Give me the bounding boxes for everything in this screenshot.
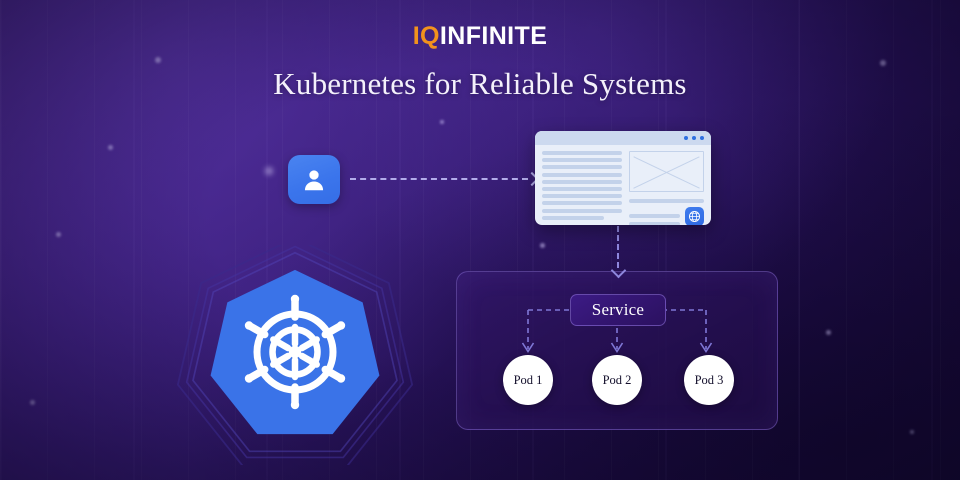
- text-line: [542, 186, 622, 191]
- pod-label: Pod 1: [513, 372, 543, 387]
- background-glow-dot: [540, 243, 545, 248]
- connector-user-to-browser: [350, 171, 540, 187]
- text-line-stack: [628, 214, 680, 225]
- text-line: [542, 158, 622, 163]
- globe-icon-button[interactable]: [685, 207, 704, 225]
- pod-label: Pod 2: [602, 372, 632, 387]
- browser-globe-row: [628, 207, 704, 225]
- pod-node[interactable]: Pod 1: [503, 355, 553, 405]
- window-dot-icon: [684, 136, 688, 140]
- browser-content: [535, 145, 711, 225]
- brand-logo: IQINFINITE: [0, 22, 960, 51]
- user-badge: [288, 155, 340, 204]
- background-glow-dot: [265, 167, 273, 175]
- page-title: Kubernetes for Reliable Systems: [273, 66, 687, 101]
- browser-titlebar: [535, 131, 711, 145]
- background-glow-dot: [440, 120, 444, 124]
- user-person-icon: [304, 169, 324, 190]
- window-dot-icon: [692, 136, 696, 140]
- browser-window-mockup: [535, 131, 711, 225]
- service-node[interactable]: Service: [570, 294, 666, 326]
- text-line: [628, 199, 704, 204]
- pod-node[interactable]: Pod 3: [684, 355, 734, 405]
- brand-logo-prefix: IQ: [412, 22, 440, 50]
- browser-text-column: [542, 151, 622, 225]
- background-glow-dot: [30, 400, 35, 405]
- pod-label: Pod 3: [694, 372, 724, 387]
- text-line: [542, 194, 622, 199]
- text-line: [628, 214, 680, 219]
- kubernetes-logo: [176, 245, 414, 465]
- background-glow-dot: [108, 145, 113, 150]
- background-glow-dot: [56, 232, 61, 237]
- text-line: [542, 165, 622, 170]
- brand-logo-suffix: INFINITE: [439, 22, 548, 50]
- image-placeholder-icon: [628, 151, 704, 192]
- pod-node[interactable]: Pod 2: [592, 355, 642, 405]
- service-label: Service: [591, 300, 645, 319]
- background-glow-dot: [155, 57, 161, 63]
- text-line: [542, 208, 622, 213]
- browser-media-column: [628, 151, 704, 225]
- text-line: [542, 201, 622, 206]
- background-glow-dot: [910, 430, 914, 434]
- background-glow-dot: [826, 330, 831, 335]
- text-line: [542, 179, 622, 184]
- connector-browser-to-cluster: [610, 226, 627, 279]
- text-line: [542, 172, 622, 177]
- globe-icon: [689, 211, 700, 223]
- text-line: [628, 222, 680, 225]
- window-dot-icon: [700, 136, 704, 140]
- text-line: [542, 151, 622, 155]
- text-line: [542, 215, 605, 220]
- browser-secondary-lines: [628, 199, 704, 225]
